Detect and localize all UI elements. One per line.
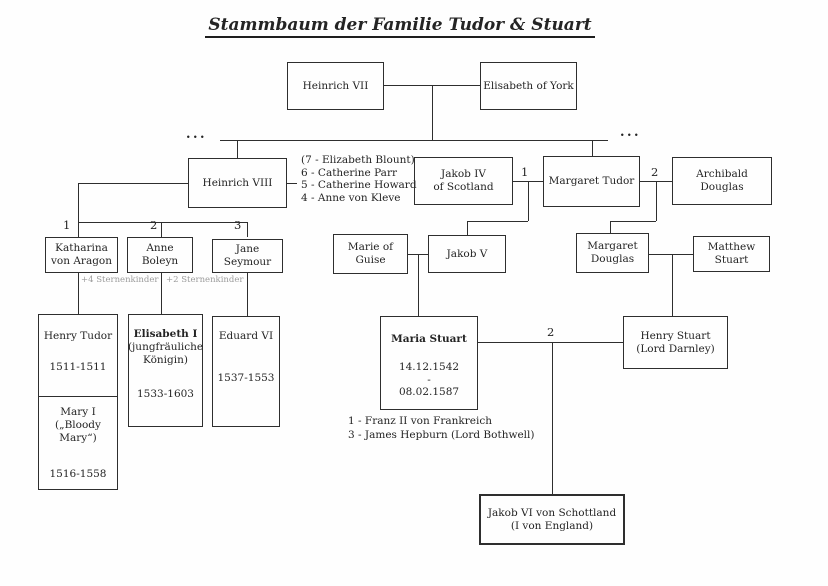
connector-heinrich8-wives-left (78, 183, 188, 184)
node-anne-boleyn-name: Anne Boleyn (141, 242, 179, 267)
node-margaret-tudor-name: Margaret Tudor (548, 175, 635, 187)
connector-wives-line (78, 222, 247, 223)
node-elisabeth-i-name: Elisabeth I (133, 328, 198, 340)
node-henry-tudor: Henry Tudor 1511-1511 (38, 314, 118, 397)
node-maria-stuart-dates: 14.12.1542 - 08.02.1587 (398, 361, 460, 398)
connector-children-line (220, 140, 608, 141)
node-katharina-von-aragon: Katharina von Aragon (45, 237, 118, 273)
node-mary-i-name: Mary I („Bloody Mary“) (55, 406, 101, 444)
note-sternenkinder-katharina: +4 Sternenkinder (81, 275, 159, 285)
node-henry-stuart: Henry Stuart (Lord Darnley) (623, 316, 728, 369)
connector-drop-jane-seymour (247, 222, 248, 237)
node-margaret-douglas-name: Margaret Douglas (587, 240, 638, 265)
diagram-title-wrap: Stammbaum der Familie Tudor & Stuart (185, 15, 615, 38)
node-maria-stuart-name: Maria Stuart (391, 333, 467, 345)
connector-m2-horizontal (610, 221, 656, 222)
connector-drop-margaret-tudor (592, 140, 593, 156)
annotation-heinrich-viii-wives: (7 - Elizabeth Blount) 6 - Catherine Par… (301, 154, 417, 204)
node-jane-seymour: Jane Seymour (212, 239, 283, 273)
node-matthew-stuart: Matthew Stuart (693, 236, 770, 272)
marriage-number-maria-henry: 2 (547, 325, 555, 339)
node-jakob-v-name: Jakob V (446, 247, 488, 260)
connector-m2-to-margaret-douglas (610, 221, 611, 233)
node-jakob-v: Jakob V (428, 235, 506, 273)
node-archibald-douglas-name: Archibald Douglas (696, 168, 748, 193)
node-elisabeth-i-dates: 1533-1603 (137, 388, 194, 400)
marriage-number-margaret-archibald: 2 (651, 165, 659, 179)
node-archibald-douglas: Archibald Douglas (672, 157, 772, 205)
node-jakob-iv-name: Jakob IV of Scotland (433, 168, 494, 193)
node-maria-stuart: Maria Stuart 14.12.1542 - 08.02.1587 (380, 316, 478, 410)
node-jakob-vi: Jakob VI von Schottland (I von England) (479, 494, 625, 545)
connector-m2-drop (656, 181, 657, 221)
node-eduard-vi: Eduard VI 1537-1553 (212, 316, 280, 427)
ellipsis-right: ... (620, 125, 642, 140)
connector-drop-jakob6 (552, 342, 553, 494)
connector-katharina-henry-tudor (78, 273, 79, 314)
node-elisabeth-of-york-name: Elisabeth of York (483, 79, 574, 92)
node-anne-boleyn: Anne Boleyn (127, 237, 193, 273)
node-heinrich-vii-name: Heinrich VII (302, 79, 369, 92)
connector-drop-maria-stuart (418, 254, 419, 316)
node-matthew-stuart-name: Matthew Stuart (707, 241, 756, 266)
node-heinrich-viii: Heinrich VIII (188, 158, 287, 208)
annotation-maria-stuart-marriages: 1 - Franz II von Frankreich 3 - James He… (348, 415, 535, 441)
node-jane-seymour-name: Jane Seymour (223, 243, 272, 268)
marriage-number-jakob-iv-margaret: 1 (521, 165, 529, 179)
connector-drop-heinrich8 (237, 140, 238, 158)
marriage-number-jane-seymour: 3 (234, 218, 242, 232)
node-henry-stuart-name: Henry Stuart (Lord Darnley) (636, 329, 715, 355)
node-elisabeth-of-york: Elisabeth of York (480, 62, 577, 110)
node-mary-i-dates: 1516-1558 (49, 468, 107, 480)
connector-parents-drop (432, 85, 433, 140)
node-heinrich-vii: Heinrich VII (287, 62, 384, 110)
marriage-number-katharina: 1 (63, 218, 71, 232)
node-margaret-douglas: Margaret Douglas (576, 233, 649, 273)
node-henry-tudor-name: Henry Tudor (43, 330, 113, 342)
ellipsis-left: ... (186, 127, 208, 142)
node-heinrich-viii-name: Heinrich VIII (202, 176, 273, 189)
note-sternenkinder-anne: +2 Sternenkinder (166, 275, 244, 285)
node-marie-of-guise-name: Marie of Guise (347, 241, 394, 266)
node-eduard-vi-dates: 1537-1553 (217, 372, 275, 384)
connector-anne-elisabeth1 (161, 273, 162, 314)
node-katharina-name: Katharina von Aragon (50, 242, 113, 267)
node-margaret-tudor: Margaret Tudor (543, 156, 640, 207)
connector-wives-vertical (78, 183, 79, 237)
connector-heinrich8-wives-tick (287, 183, 297, 184)
diagram-title: Stammbaum der Familie Tudor & Stuart (205, 15, 595, 38)
connector-drop-anne-boleyn (161, 222, 162, 237)
connector-maria-henry-marriage (478, 342, 623, 343)
node-jakob-iv: Jakob IV of Scotland (414, 157, 513, 205)
connector-margaretd-matthew-marriage (649, 254, 693, 255)
node-jakob-vi-name: Jakob VI von Schottland (I von England) (487, 506, 617, 532)
connector-m1-to-jakob5 (467, 221, 468, 235)
node-elisabeth-i-subtitle: (jungfräuliche Königin) (127, 341, 204, 366)
connector-m1-drop (528, 181, 529, 221)
node-eduard-vi-name: Eduard VI (218, 330, 274, 342)
node-marie-of-guise: Marie of Guise (333, 234, 408, 274)
node-mary-i: Mary I („Bloody Mary“) 1516-1558 (38, 396, 118, 490)
node-elisabeth-i: Elisabeth I (jungfräuliche Königin) 1533… (128, 314, 203, 427)
connector-m1-horizontal (467, 221, 528, 222)
connector-jane-eduard (247, 273, 248, 316)
node-henry-tudor-dates: 1511-1511 (49, 361, 107, 373)
marriage-number-anne-boleyn: 2 (150, 218, 158, 232)
connector-drop-henry-stuart (672, 254, 673, 316)
